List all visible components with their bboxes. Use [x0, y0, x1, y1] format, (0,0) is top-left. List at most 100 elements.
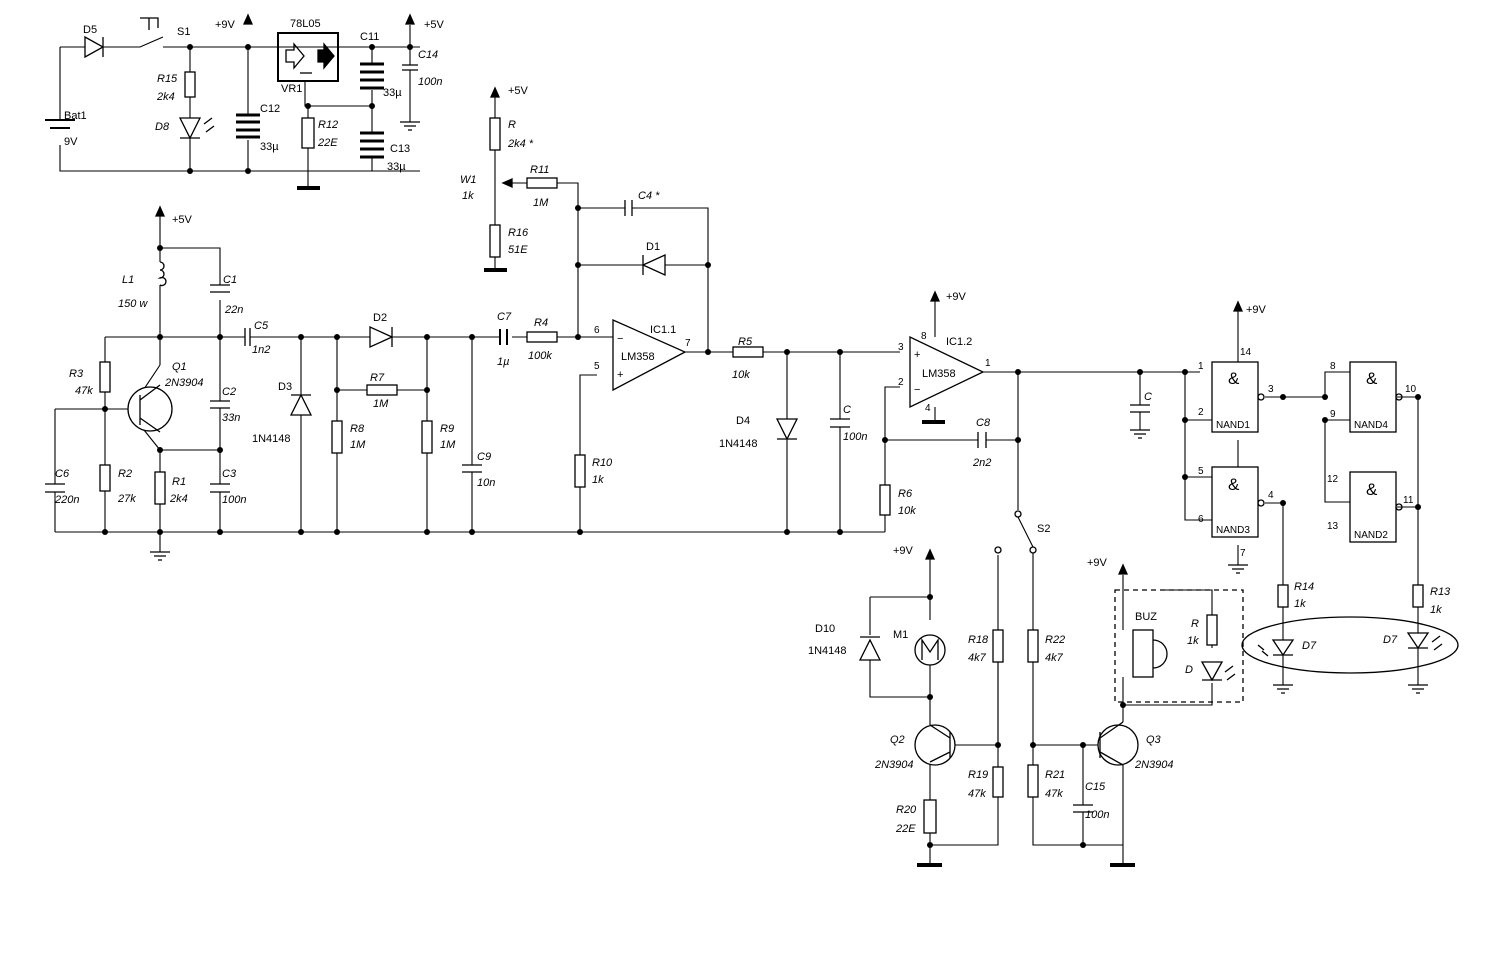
label-v9-buz: +9V [1087, 557, 1108, 569]
label-bat1-value: 9V [64, 136, 78, 148]
label-c-rect-value: 100n [843, 431, 867, 443]
label-ic11-plus: + [617, 369, 623, 381]
label-m1: M1 [893, 629, 908, 641]
label-ic11: IC1.1 [650, 324, 676, 336]
pin-14: 14 [1240, 347, 1252, 358]
label-c15: C15 [1085, 781, 1106, 793]
label-r9: R9 [440, 423, 454, 435]
label-ic11-minus: − [617, 333, 623, 345]
label-nand2: NAND2 [1354, 530, 1388, 541]
label-c2-value: 33n [222, 412, 240, 424]
label-v9-ic12: +9V [946, 291, 967, 303]
pin-4: 4 [1268, 490, 1274, 501]
label-r2: R2 [118, 468, 132, 480]
label-c9: C9 [477, 451, 491, 463]
label-d7-left: D7 [1302, 640, 1317, 652]
label-r8: R8 [350, 423, 365, 435]
label-c13-value: 33µ [387, 161, 406, 173]
label-v5-top: +5V [424, 19, 445, 31]
label-r16: R16 [508, 227, 529, 239]
label-c11-value: 33µ [383, 87, 402, 99]
label-r22: R22 [1045, 634, 1065, 646]
label-c6: C6 [55, 468, 70, 480]
label-r5-value: 10k [732, 369, 750, 381]
label-c7-value: 1µ [497, 356, 509, 368]
label-d3: D3 [278, 381, 292, 393]
label-ic12-plus: + [914, 349, 920, 361]
pin-10: 10 [1405, 384, 1417, 395]
pin-ic12-3: 3 [898, 342, 904, 353]
label-ic11-value: LM358 [621, 351, 655, 363]
label-c3: C3 [222, 468, 237, 480]
label-c9-value: 10n [477, 477, 495, 489]
pin-1: 1 [1198, 361, 1204, 372]
pin-3: 3 [1268, 384, 1274, 395]
label-r3: R3 [69, 368, 84, 380]
label-q2: Q2 [890, 734, 905, 746]
label-r18-value: 4k7 [968, 652, 987, 664]
label-buz: BUZ [1135, 611, 1157, 623]
label-d2: D2 [373, 312, 387, 324]
label-r21-value: 47k [1045, 788, 1063, 800]
label-r11-value: 1M [533, 197, 549, 209]
label-r6-value: 10k [898, 505, 916, 517]
label-c12: C12 [260, 103, 280, 115]
label-s1: S1 [177, 26, 190, 38]
label-r10-value: 1k [592, 474, 604, 486]
label-r15-value: 2k4 [156, 91, 175, 103]
label-w1: W1 [460, 174, 477, 186]
label-r22-value: 4k7 [1045, 652, 1064, 664]
pin-ic11-6: 6 [594, 325, 600, 336]
label-r8-value: 1M [350, 439, 366, 451]
junction-dots [102, 44, 1421, 848]
pin-ic12-8: 8 [921, 331, 927, 342]
nand1-symbol: & [1228, 369, 1240, 388]
label-v5-pot: +5V [508, 85, 529, 97]
label-c14-value: 100n [418, 76, 442, 88]
label-c-rect: C [843, 404, 851, 416]
label-ic12: IC1.2 [946, 336, 972, 348]
label-r-buz: R [1191, 618, 1199, 630]
label-v5-osc: +5V [172, 214, 193, 226]
label-d8: D8 [155, 121, 170, 133]
label-r-pot: R [508, 119, 516, 131]
label-r7: R7 [370, 372, 385, 384]
label-d10-value: 1N4148 [808, 645, 847, 657]
label-l1: L1 [122, 274, 134, 286]
label-q2-value: 2N3904 [874, 759, 914, 771]
label-c8: C8 [976, 417, 991, 429]
pin-ic12-4: 4 [925, 403, 931, 414]
label-q3-value: 2N3904 [1134, 759, 1174, 771]
pin-12: 12 [1327, 474, 1339, 485]
label-r1: R1 [172, 476, 186, 488]
label-r13: R13 [1430, 586, 1451, 598]
label-c1-value: 22n [224, 304, 243, 316]
label-r11: R11 [530, 164, 549, 176]
label-nand4: NAND4 [1354, 420, 1388, 431]
label-d3-value: 1N4148 [252, 433, 291, 445]
label-ic12-value: LM358 [922, 368, 956, 380]
label-r10: R10 [592, 457, 613, 469]
label-c12-value: 33µ [260, 141, 279, 153]
nand3-symbol: & [1228, 475, 1240, 494]
pin-9: 9 [1330, 409, 1336, 420]
label-d7-right: D7 [1383, 634, 1398, 646]
label-q1: Q1 [172, 361, 187, 373]
label-c14: C14 [418, 49, 438, 61]
label-r12: R12 [318, 119, 338, 131]
label-78l05: 78L05 [290, 18, 321, 30]
nand4-symbol: & [1366, 369, 1378, 388]
pin-2: 2 [1198, 407, 1204, 418]
component-symbols [45, 13, 1459, 834]
label-d-buz: D [1185, 664, 1193, 676]
label-r15: R15 [157, 73, 178, 85]
label-d4-value: 1N4148 [719, 438, 758, 450]
label-c5: C5 [254, 320, 269, 332]
label-c8-value: 2n2 [972, 457, 991, 469]
label-v9-top: +9V [215, 19, 236, 31]
label-w1-value: 1k [462, 190, 474, 202]
pin-6: 6 [1198, 514, 1204, 525]
label-d5: D5 [83, 24, 97, 36]
pin-ic12-2: 2 [898, 377, 904, 388]
